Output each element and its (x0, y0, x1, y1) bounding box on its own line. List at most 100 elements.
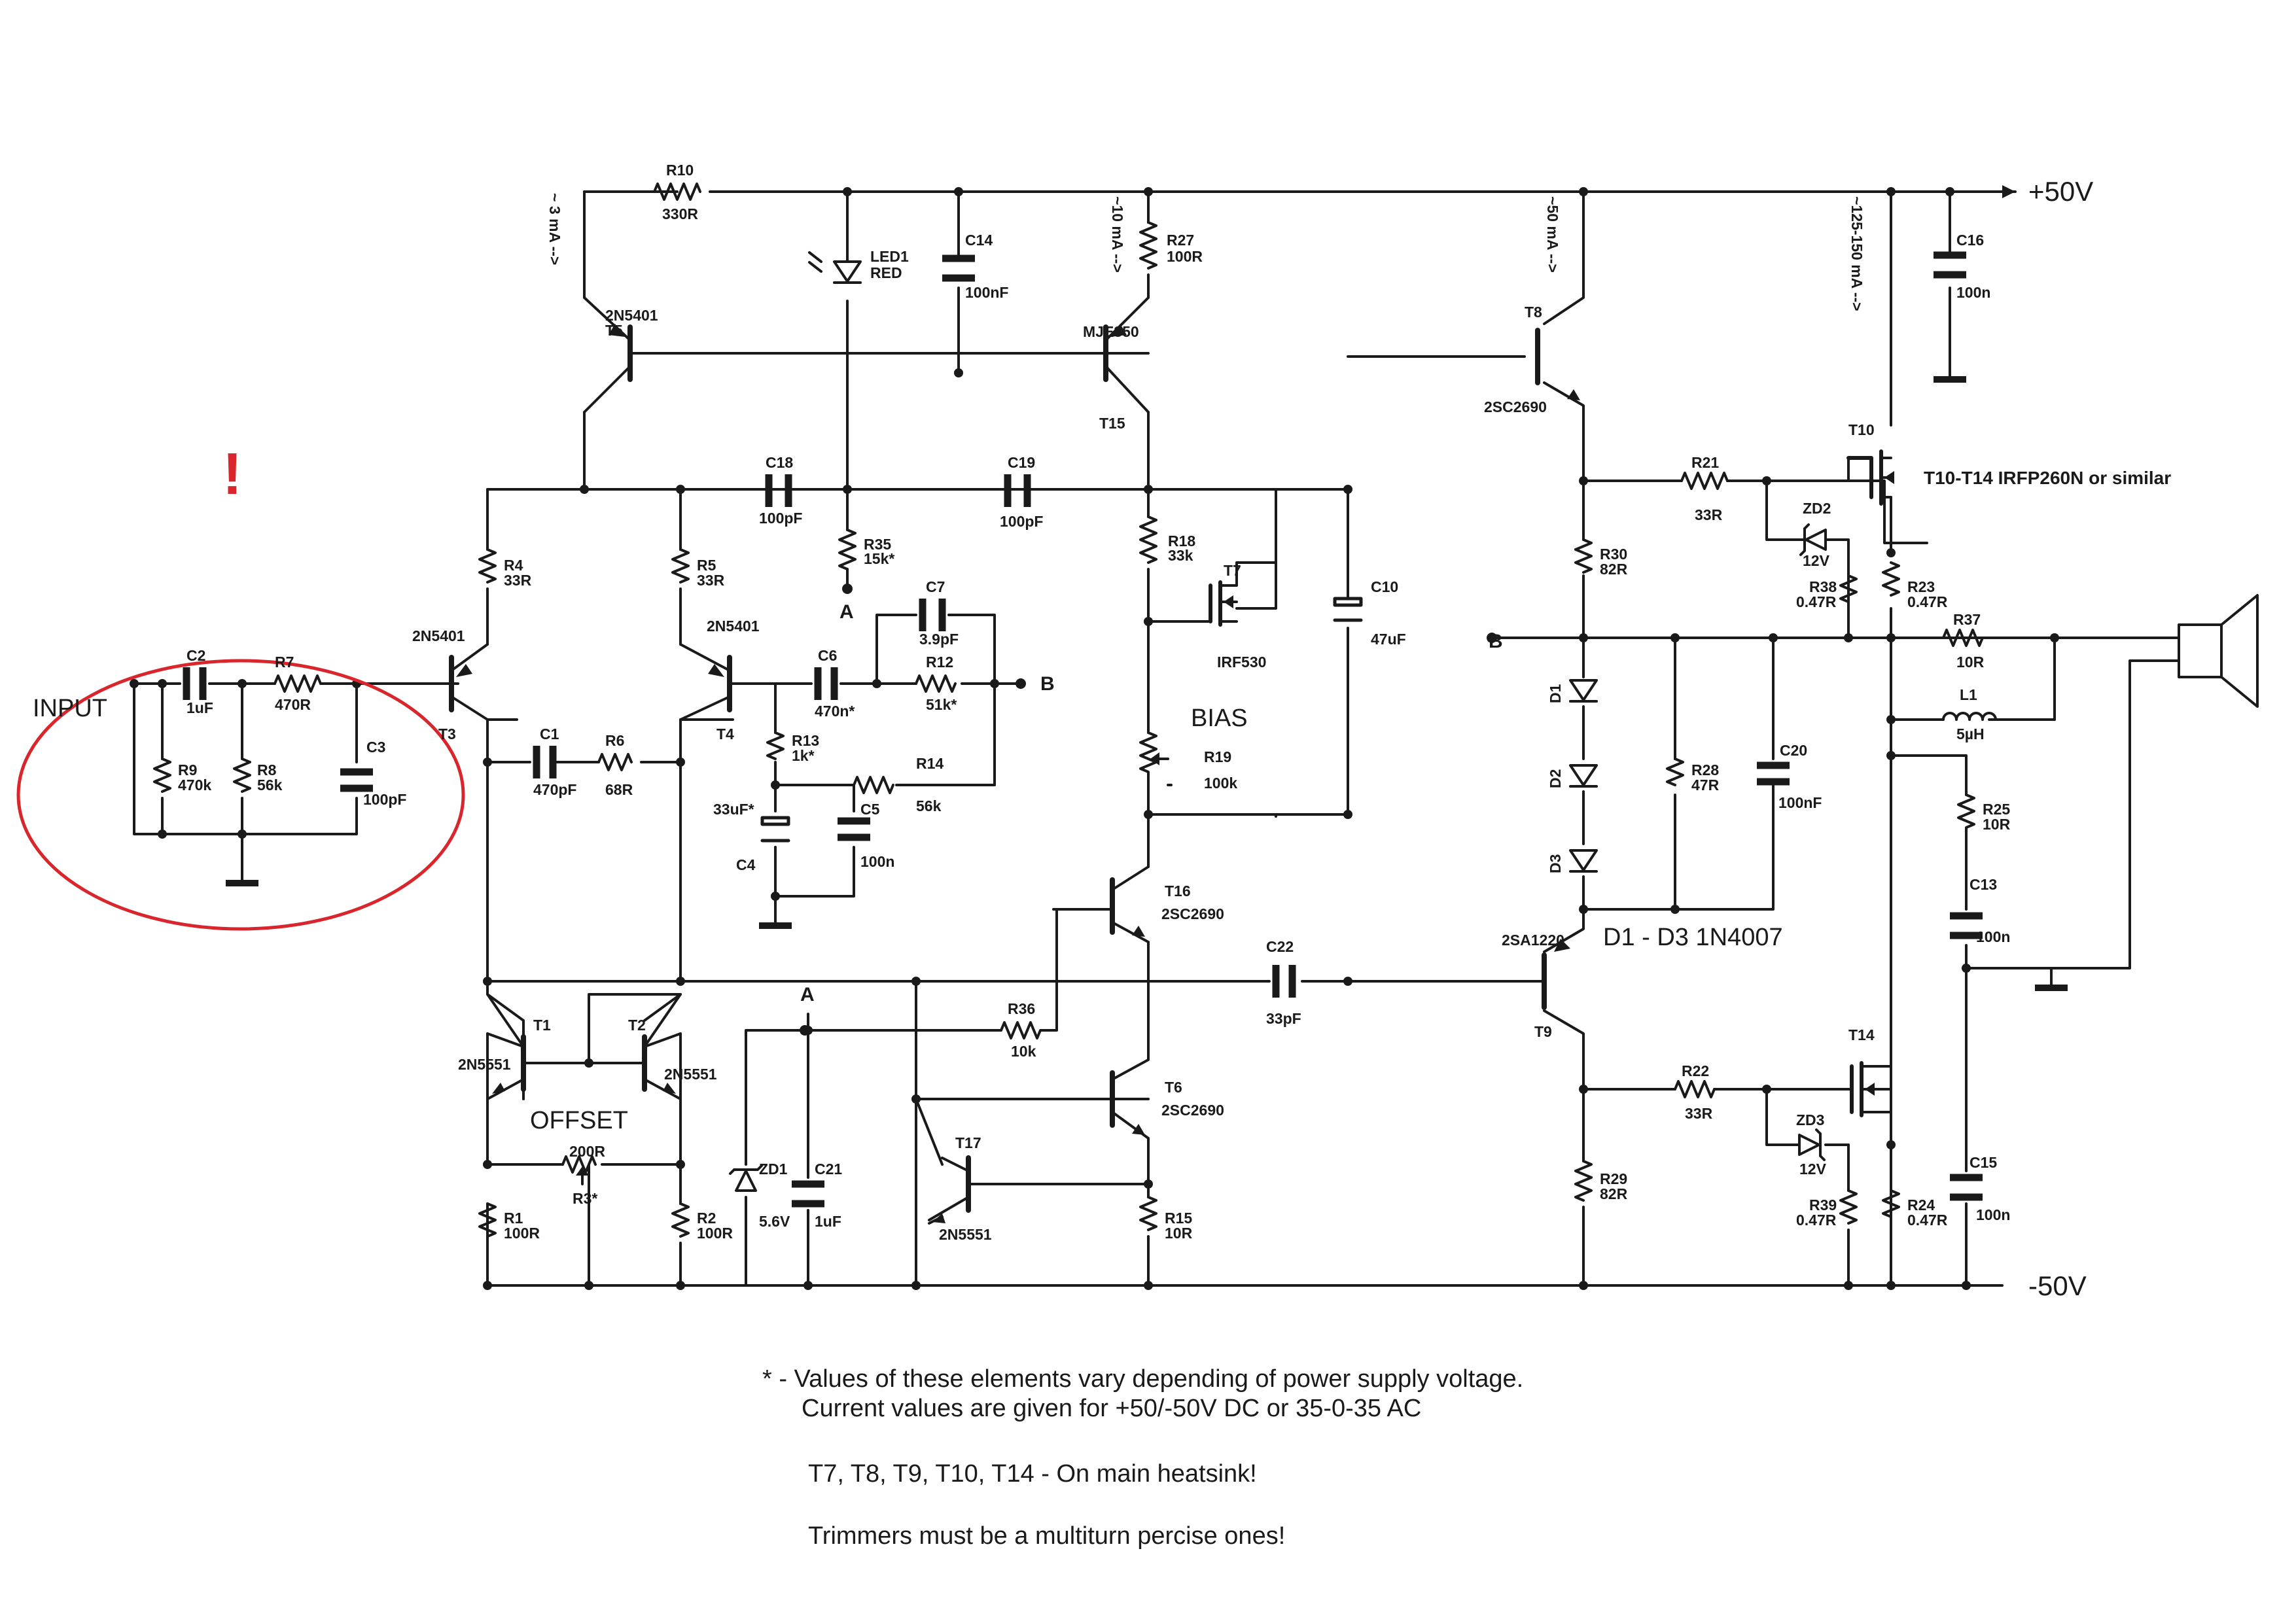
capacitor-c14 (942, 254, 975, 282)
value-c19: 100pF (1000, 513, 1043, 530)
value-r2: 100R (697, 1225, 733, 1242)
ground-icon (759, 922, 792, 929)
rail-negative-label: -50V (2028, 1270, 2087, 1301)
label-c13: C13 (1969, 876, 1997, 893)
resistor-r8 (233, 758, 251, 793)
label-r13: R13 (792, 732, 819, 749)
transistor-icon-t17 (928, 1155, 971, 1223)
label-r12: R12 (926, 654, 953, 671)
label-r15: R15 (1165, 1210, 1192, 1227)
speaker-icon (2178, 594, 2259, 708)
value-t8: 2SC2690 (1484, 398, 1547, 415)
transistor-icon-t2 (642, 993, 682, 1100)
resistor-r13 (766, 731, 785, 760)
rail-positive-label: +50V (2028, 176, 2093, 207)
zener-icon-zd3 (1798, 1128, 1826, 1161)
led-icon (808, 251, 862, 284)
value-t17: 2N5551 (939, 1226, 992, 1243)
transistors (449, 296, 1894, 1223)
label-c3: C3 (366, 739, 385, 756)
value-zd2: 12V (1803, 552, 1830, 569)
value-r29: 82R (1600, 1185, 1628, 1202)
transistor-icon-t8 (1535, 328, 1580, 400)
node-a-label: A (800, 984, 815, 1005)
zener-icon-zd1 (729, 1164, 763, 1192)
value-t1: 2N5551 (458, 1056, 511, 1073)
note-line: * - Values of these elements vary depend… (762, 1365, 1523, 1393)
label-c4: C4 (736, 856, 756, 873)
capacitor-c20 (1757, 761, 1790, 786)
resistor-r21 (1680, 472, 1729, 490)
value-c16: 100n (1956, 284, 1990, 301)
label-c15: C15 (1969, 1154, 1997, 1171)
transistor-icon-t5 (583, 296, 633, 413)
resistor-r18 (1139, 515, 1157, 564)
value-r39: 0.47R (1796, 1212, 1837, 1229)
value-r30: 82R (1600, 561, 1628, 578)
label-r29: R29 (1600, 1170, 1627, 1187)
capacitor-c22 (1272, 965, 1296, 998)
labels: ! +50V -50V INPUT OFFSET BIAS A A B B T1… (33, 176, 2171, 1550)
value-t3: 2N5401 (412, 627, 465, 644)
label-r2: R2 (697, 1210, 716, 1227)
label-r4: R4 (504, 557, 523, 574)
value-r7: 470R (275, 696, 311, 713)
label-r3: R3* (573, 1190, 597, 1207)
resistor-r24 (1882, 1189, 1900, 1218)
label-t14: T14 (1848, 1026, 1875, 1043)
value-c14: 100nF (965, 284, 1008, 301)
label-t7: T7 (1224, 562, 1241, 579)
resistor-r23 (1882, 561, 1900, 597)
label-c19: C19 (1008, 454, 1035, 471)
label-c6: C6 (818, 647, 837, 664)
warning-mark: ! (222, 442, 242, 507)
label-c18: C18 (766, 454, 793, 471)
capacitor-c15 (1950, 1174, 1983, 1201)
label-c20: C20 (1780, 742, 1807, 759)
value-c10: 47uF (1371, 631, 1406, 648)
offset-label: OFFSET (530, 1107, 628, 1134)
value-r37: 10R (1956, 654, 1985, 671)
capacitor-c4 (760, 816, 790, 843)
label-t1: T1 (533, 1017, 551, 1034)
label-t8: T8 (1525, 304, 1542, 321)
label-r35: R35 (864, 536, 891, 553)
value-t7: IRF530 (1217, 654, 1266, 671)
value-r5: 33R (697, 572, 725, 589)
value-r9: 470k (178, 777, 211, 794)
value-r38: 0.47R (1796, 593, 1837, 610)
capacitor-c21 (792, 1180, 824, 1208)
ground-icon (2035, 985, 2068, 991)
value-r35: 15k* (864, 550, 894, 567)
label-t3: T3 (438, 725, 456, 742)
label-t5: T5 (605, 322, 623, 339)
label-c7: C7 (926, 578, 945, 595)
value-t6: 2SC2690 (1161, 1102, 1224, 1119)
resistor-r4 (478, 548, 497, 584)
resistor-r6 (597, 753, 633, 771)
label-c22: C22 (1266, 938, 1294, 955)
capacitor-c2 (183, 667, 207, 700)
label-d3: D3 (1547, 854, 1564, 873)
label-r23: R23 (1907, 578, 1935, 595)
current-label: ~50 mA --> (1544, 196, 1561, 273)
label-t4: T4 (716, 725, 734, 742)
value-c15: 100n (1976, 1206, 2010, 1223)
ground-icon (226, 880, 258, 886)
value-t5: 2N5401 (605, 307, 658, 324)
capacitor-c18 (765, 474, 792, 507)
junction-dots (130, 187, 2059, 1290)
value-t16: 2SC2690 (1161, 905, 1224, 922)
label-r14: R14 (916, 755, 944, 772)
transistor-icon-t6 (1110, 1070, 1145, 1135)
diode-type-note: D1 - D3 1N4007 (1603, 924, 1783, 951)
resistor-r29 (1574, 1160, 1593, 1202)
value-r8: 56k (257, 777, 283, 794)
input-highlight-circle (16, 659, 465, 931)
current-label: ~ 3 mA --> (546, 193, 563, 265)
value-c21: 1uF (815, 1213, 841, 1230)
label-d2: D2 (1547, 769, 1564, 788)
label-d1: D1 (1547, 684, 1564, 703)
resistor-r39 (1839, 1189, 1858, 1225)
resistor-r7 (274, 674, 322, 693)
